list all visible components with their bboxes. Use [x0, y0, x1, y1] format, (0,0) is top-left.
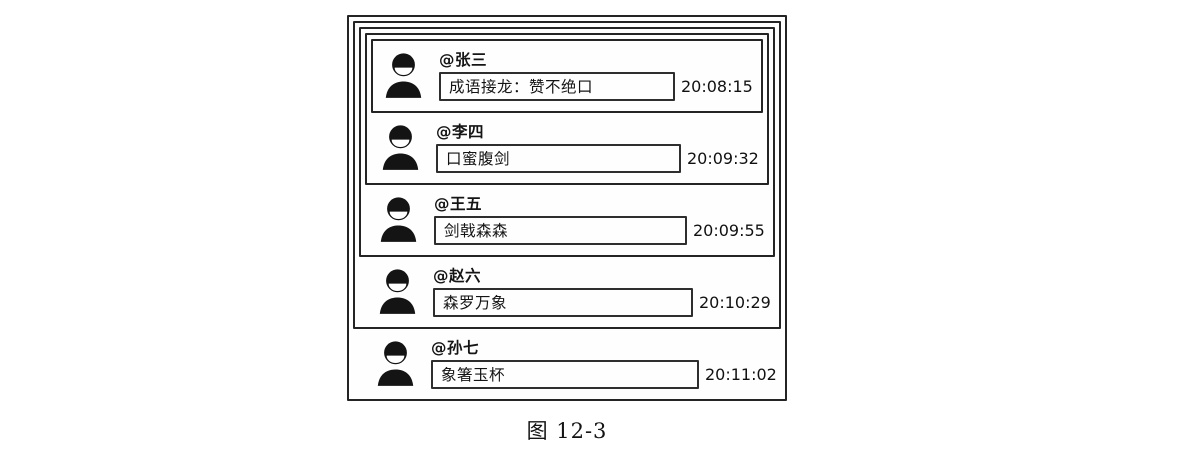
message-line: 成语接龙：赞不绝口 20:08:15 [439, 71, 753, 101]
message-body: @孙七 象箸玉杯 20:11:02 [431, 339, 777, 389]
figure-12-3: @张三 成语接龙：赞不绝口 20:08:15 [347, 15, 787, 445]
message-body: @赵六 森罗万象 20:10:29 [433, 267, 771, 317]
message-input-box: 成语接龙：赞不绝口 [439, 71, 675, 101]
chat-window-frame-1: @张三 成语接龙：赞不绝口 20:08:15 [371, 39, 763, 113]
person-smiling-icon [375, 338, 416, 389]
user-name: @王五 [434, 194, 483, 213]
timestamp: 20:10:29 [699, 292, 771, 312]
timestamp: 20:08:15 [681, 76, 753, 96]
timestamp: 20:09:32 [687, 148, 759, 168]
person-smiling-icon [383, 50, 424, 101]
person-smiling-icon [377, 266, 418, 317]
user-name: @孙七 [431, 338, 480, 357]
message-line: 剑戟森森 20:09:55 [434, 215, 765, 245]
message-input-box: 剑戟森森 [434, 215, 687, 245]
message-line: 森罗万象 20:10:29 [433, 287, 771, 317]
message-input-box: 森罗万象 [433, 287, 693, 317]
chat-window-frame-4: @张三 成语接龙：赞不绝口 20:08:15 [353, 21, 781, 329]
message-body: @王五 剑戟森森 20:09:55 [434, 195, 765, 245]
timestamp: 20:09:55 [693, 220, 765, 240]
message-row: @赵六 森罗万象 20:10:29 [359, 261, 775, 323]
message-line: 象箸玉杯 20:11:02 [431, 359, 777, 389]
message-body: @张三 成语接龙：赞不绝口 20:08:15 [439, 51, 753, 101]
message-row: @王五 剑戟森森 20:09:55 [365, 189, 769, 251]
figure-caption: 图 12-3 [526, 419, 608, 443]
message-row: @李四 口蜜腹剑 20:09:32 [371, 117, 763, 179]
chat-window-frame-2: @张三 成语接龙：赞不绝口 20:08:15 [365, 33, 769, 185]
message-input-box: 象箸玉杯 [431, 359, 699, 389]
timestamp: 20:11:02 [705, 364, 777, 384]
user-name: @张三 [439, 50, 488, 69]
message-line: 口蜜腹剑 20:09:32 [436, 143, 759, 173]
chat-window-frame-3: @张三 成语接龙：赞不绝口 20:08:15 [359, 27, 775, 257]
chat-window-frame-outer: @张三 成语接龙：赞不绝口 20:08:15 [347, 15, 787, 401]
message-row: @张三 成语接龙：赞不绝口 20:08:15 [377, 45, 757, 107]
person-smiling-icon [380, 122, 421, 173]
message-row: @孙七 象箸玉杯 20:11:02 [353, 333, 781, 395]
user-name: @赵六 [433, 266, 482, 285]
message-body: @李四 口蜜腹剑 20:09:32 [436, 123, 759, 173]
message-input-box: 口蜜腹剑 [436, 143, 681, 173]
user-name: @李四 [436, 122, 485, 141]
person-smiling-icon [378, 194, 419, 245]
